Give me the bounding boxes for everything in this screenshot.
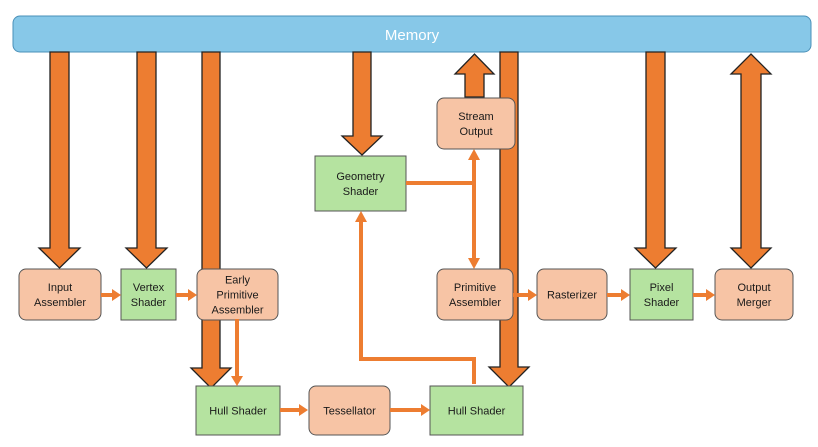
rasterizer-box: Rasterizer <box>536 268 608 321</box>
box-label-line: Output <box>737 282 770 294</box>
box-label-line: Assembler <box>212 305 264 317</box>
vertex-to-early-arrow <box>176 289 197 301</box>
connectors <box>101 149 715 416</box>
memory-to-geometry-shader-arrow <box>340 51 384 156</box>
box-label-line: Assembler <box>449 297 501 309</box>
memory-arrows <box>37 51 773 389</box>
stream-output-to-memory-arrow <box>453 53 496 98</box>
box-label-line: Merger <box>737 297 772 309</box>
box-shape <box>629 268 694 321</box>
box-label-line: Primitive <box>216 290 258 302</box>
early-to-hull-arrow <box>231 319 243 386</box>
tessellator-box: Tessellator <box>308 385 391 436</box>
hull2-to-geometry-arrowhead <box>355 211 367 222</box>
pixel-to-output-arrow <box>693 289 715 301</box>
memory-output-merger-double-arrow <box>729 53 773 269</box>
box-label-line: Input <box>48 282 72 294</box>
memory-to-hull-shader-arrow <box>189 51 233 389</box>
memory-to-primitive-assembler-arrow <box>487 51 531 388</box>
box-label-line: Hull Shader <box>209 406 267 418</box>
rasterizer-to-pixel-arrow <box>607 289 630 301</box>
hull2-to-geometry-path <box>359 221 476 384</box>
to-primitive-assembler-arrowhead <box>468 258 480 269</box>
memory-to-vertex-shader-arrow <box>124 51 169 269</box>
hull-to-tessellator-arrow <box>280 404 308 416</box>
box-label-line: Early <box>225 275 251 287</box>
memory-to-pixel-shader-arrow <box>633 51 678 269</box>
box-label-line: Primitive <box>454 282 496 294</box>
box-shape <box>429 385 524 436</box>
memory-to-input-assembler-arrow <box>37 51 82 269</box>
primasm-to-rasterizer-arrow <box>513 289 537 301</box>
box-label-line: Assembler <box>34 297 86 309</box>
hull-shader-1-box: Hull Shader <box>195 385 281 436</box>
memory-bar: Memory <box>12 15 812 53</box>
box-label-line: Hull Shader <box>448 406 506 418</box>
pipeline-stages: InputAssemblerVertexShaderEarlyPrimitive… <box>18 97 794 436</box>
box-label-line: Output <box>459 126 492 138</box>
box-label-line: Stream <box>458 111 493 123</box>
box-label-line: Tessellator <box>323 406 376 418</box>
box-shape <box>18 268 102 321</box>
box-label-line: Geometry <box>336 171 385 183</box>
to-stream-output-arrowhead <box>468 149 480 160</box>
memory-label: Memory <box>385 27 440 44</box>
box-label-line: Shader <box>644 297 680 309</box>
box-shape <box>120 268 177 321</box>
box-label-line: Shader <box>343 186 379 198</box>
box-shape <box>714 268 794 321</box>
box-shape <box>436 268 514 321</box>
box-label-line: Shader <box>131 297 167 309</box>
hull-shader-2-box: Hull Shader <box>429 385 524 436</box>
box-shape <box>436 97 516 150</box>
box-label-line: Rasterizer <box>547 290 597 302</box>
input-to-vertex-arrow <box>101 289 121 301</box>
box-shape <box>314 155 407 212</box>
box-label-line: Vertex <box>133 282 165 294</box>
tessellator-to-hull-arrow <box>390 404 430 416</box>
box-label-line: Pixel <box>650 282 674 294</box>
